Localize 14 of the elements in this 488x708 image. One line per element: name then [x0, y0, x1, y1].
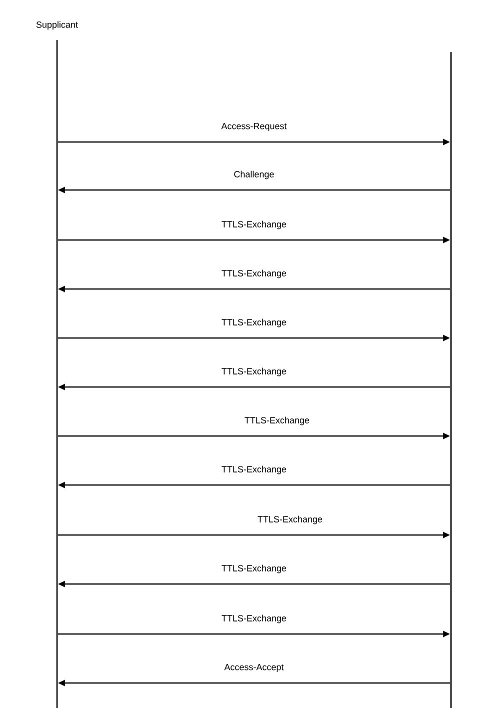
node-label: Supplicant [36, 21, 78, 30]
edge-label: TTLS-Exchange [244, 416, 310, 426]
edge-label: TTLS-Exchange [222, 368, 286, 376]
edge-label: TTLS-Exchange [222, 466, 286, 474]
edge-label: Access-Request [221, 122, 287, 132]
edge-label: TTLS-Exchange [222, 270, 286, 278]
edge-label: Challenge [234, 170, 274, 180]
edge-label: TTLS-Exchange [222, 614, 286, 624]
edge-label: Access-Accept [224, 664, 284, 672]
edge-label: TTLS-Exchange [222, 220, 286, 230]
edge-label: TTLS-Exchange [222, 564, 286, 574]
edge-label: TTLS-Exchange [222, 318, 286, 328]
lifeline: Supplicant [36, 21, 78, 708]
edge-label: TTLS-Exchange [258, 516, 322, 524]
